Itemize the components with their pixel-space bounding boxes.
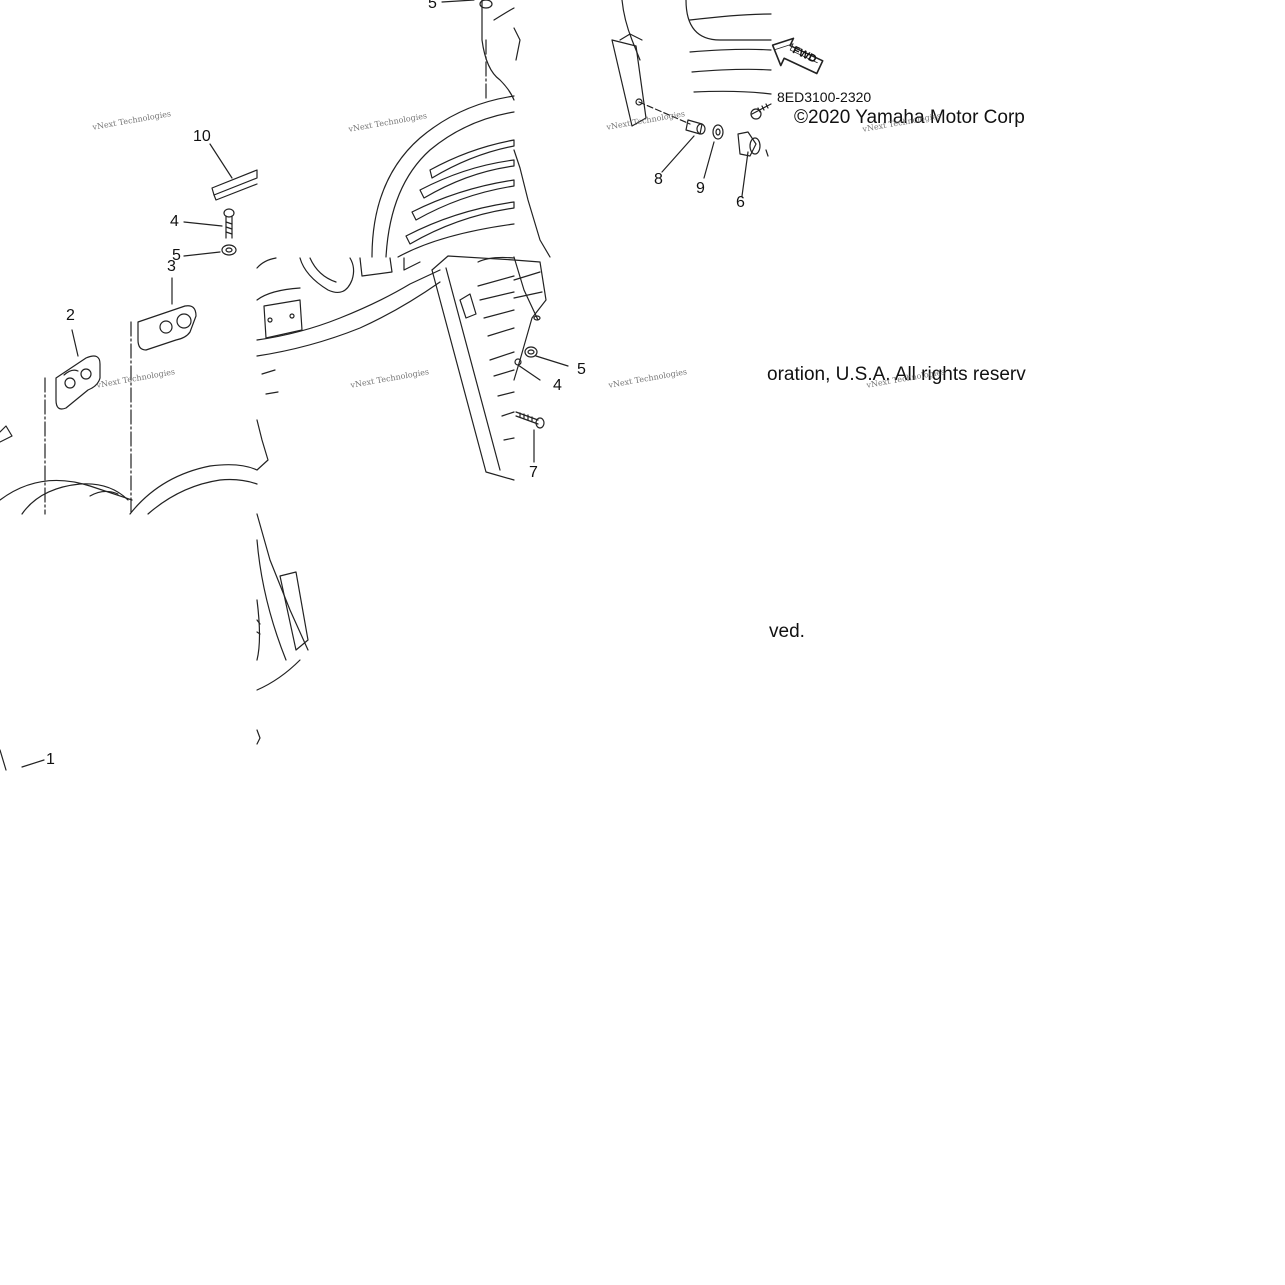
callout-4-right: 4 — [553, 377, 562, 394]
bolt-4-upper-left — [184, 209, 234, 238]
nut-5-right — [525, 347, 568, 366]
bracket-2 — [45, 330, 100, 514]
callout-5-top: 5 — [428, 0, 437, 12]
callout-10: 10 — [193, 128, 211, 145]
fender-right-upper — [514, 0, 771, 257]
screw-4-right — [515, 359, 540, 380]
callout-4-left: 4 — [170, 213, 179, 230]
callout-2: 2 — [66, 307, 75, 324]
callout-5-right: 5 — [577, 361, 586, 378]
fender-ribs-upper — [372, 0, 514, 257]
callout-9: 9 — [696, 180, 705, 197]
callout-6: 6 — [736, 194, 745, 211]
mudflap-right — [432, 256, 546, 480]
part-code: 8ED3100-2320 — [777, 89, 872, 105]
bolt-7 — [516, 412, 544, 462]
callout-3: 3 — [167, 258, 176, 275]
copyright-line-3: ved. — [769, 621, 805, 642]
fender-body-center — [257, 258, 440, 470]
fender-left-lower — [0, 514, 308, 770]
callout-5-left: 5 — [172, 247, 181, 264]
copyright-line-2: oration, U.S.A. All rights reserv — [767, 364, 1026, 385]
bracket-3 — [131, 278, 196, 514]
fwd-direction-arrow — [766, 32, 826, 81]
callout-8: 8 — [654, 171, 663, 188]
copyright-line-1: ©2020 Yamaha Motor Corp — [794, 107, 1025, 128]
fender-edge-left — [0, 426, 257, 514]
nut-5-upper-left — [184, 245, 236, 256]
callout-1: 1 — [46, 751, 55, 768]
trim-strip-10 — [210, 144, 257, 200]
callout-7: 7 — [529, 464, 538, 481]
